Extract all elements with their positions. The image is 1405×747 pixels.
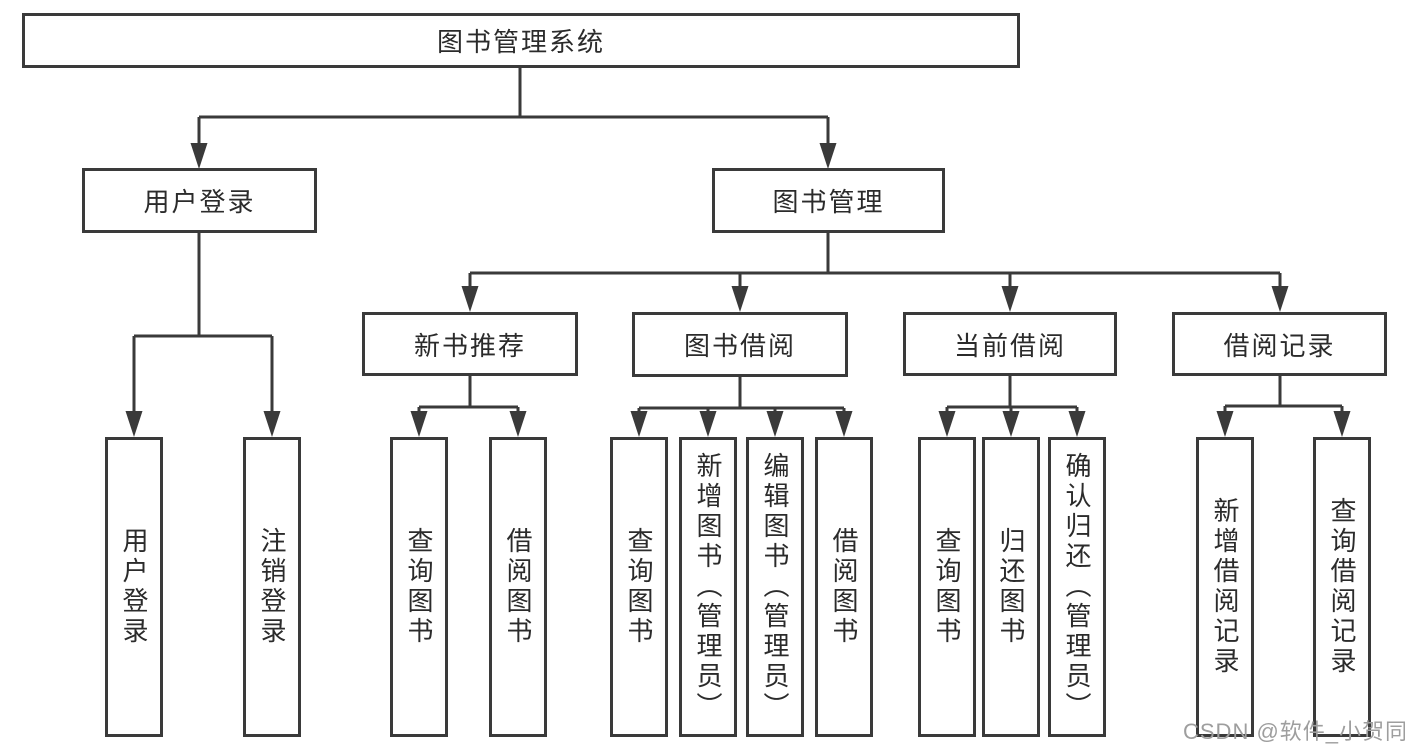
leaf-query-books-current: 查询图书 — [918, 437, 976, 737]
leaf-return-books: 归还图书 — [982, 437, 1040, 737]
leaf-label: 编辑图书（管理员） — [760, 452, 790, 722]
leaf-borrow-books: 借阅图书 — [815, 437, 873, 737]
node-book-borrowing: 图书借阅 — [632, 312, 848, 377]
leaf-label: 借阅图书 — [829, 527, 859, 647]
node-borrowing-records: 借阅记录 — [1172, 312, 1387, 376]
leaf-add-borrow-record: 新增借阅记录 — [1196, 437, 1254, 737]
leaf-label: 用户登录 — [119, 527, 149, 647]
watermark: CSDN @软件_小贺同学 — [1183, 719, 1405, 744]
arrowheads — [125, 143, 1351, 437]
leaf-label: 查询图书 — [932, 527, 962, 647]
leaf-borrow-books-recommend: 借阅图书 — [489, 437, 547, 737]
leaf-label: 查询借阅记录 — [1327, 497, 1357, 677]
leaf-add-book-admin: 新增图书（管理员） — [679, 437, 737, 737]
node-book-management: 图书管理 — [712, 168, 945, 233]
leaf-label: 确认归还（管理员） — [1062, 452, 1092, 722]
leaf-edit-book-admin: 编辑图书（管理员） — [746, 437, 804, 737]
leaf-label: 归还图书 — [996, 527, 1026, 647]
leaf-query-borrow-record: 查询借阅记录 — [1313, 437, 1371, 737]
leaf-user-login: 用户登录 — [105, 437, 163, 737]
leaf-confirm-return-admin: 确认归还（管理员） — [1048, 437, 1106, 737]
leaf-query-books-recommend: 查询图书 — [390, 437, 448, 737]
node-root: 图书管理系统 — [22, 13, 1020, 68]
leaf-label: 借阅图书 — [503, 527, 533, 647]
node-user-login: 用户登录 — [82, 168, 317, 233]
node-current-borrowing: 当前借阅 — [903, 312, 1117, 376]
node-new-book-recommendation: 新书推荐 — [362, 312, 578, 376]
leaf-label: 查询图书 — [624, 527, 654, 647]
leaf-label: 新增借阅记录 — [1210, 497, 1240, 677]
leaf-logout: 注销登录 — [243, 437, 301, 737]
leaf-label: 注销登录 — [257, 527, 287, 647]
leaf-query-books-borrowing: 查询图书 — [610, 437, 668, 737]
leaf-label: 查询图书 — [404, 527, 434, 647]
leaf-label: 新增图书（管理员） — [693, 452, 723, 722]
